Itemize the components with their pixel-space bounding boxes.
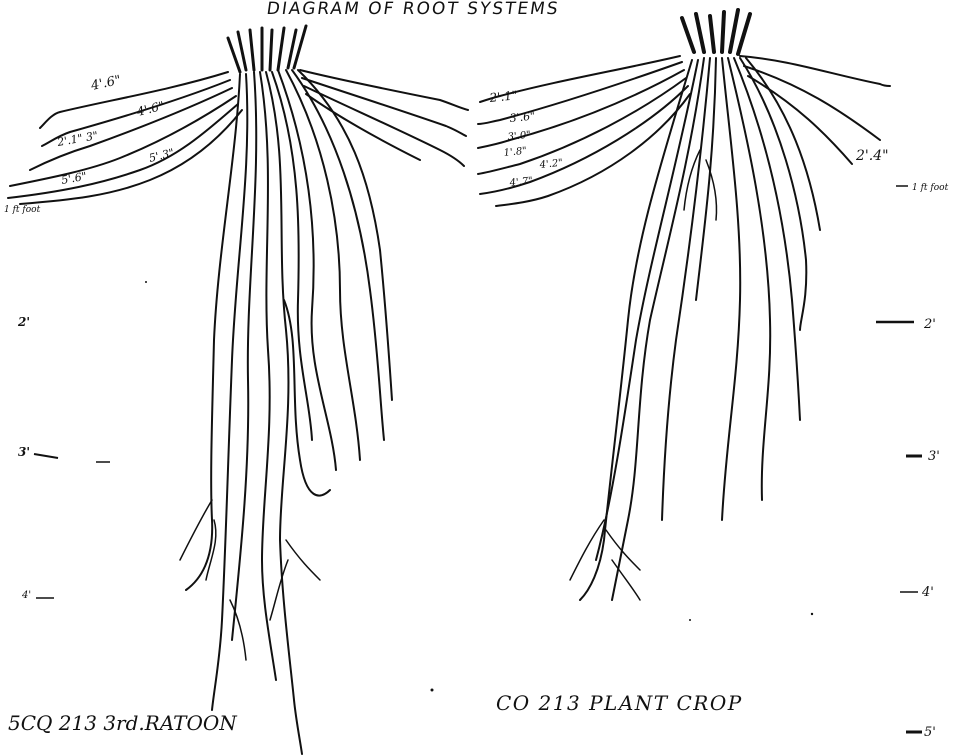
left-depth-1ft: 1 ft foot	[4, 205, 41, 215]
left-caption: 5CQ 213 3rd.RATOON	[8, 711, 238, 735]
right-vertical-roots	[580, 58, 820, 600]
right-crown	[682, 10, 750, 54]
left-vertical-roots	[186, 70, 392, 754]
right-root-system	[478, 10, 890, 600]
right-depth-3ft: 3'	[928, 449, 940, 464]
left-root-tips	[180, 500, 320, 660]
right-lateral-label-1: 2'.1"	[488, 88, 518, 105]
left-depth-4ft: 4'	[21, 590, 31, 601]
right-depth-4ft: 4'	[921, 585, 934, 600]
left-lateral-label-1: 4'.6"	[89, 73, 123, 94]
right-lateral-label-4: 1'.8"	[503, 146, 527, 159]
left-lateral-label-2: 4'.6"	[134, 99, 165, 120]
right-depth-2ft: 2'	[923, 317, 936, 332]
left-laterals-right	[300, 70, 468, 166]
left-depth-2ft: 2'	[17, 315, 30, 329]
left-lateral-label-4: 5'.3"	[148, 146, 176, 165]
right-lateral-label-7: 2'.4"	[855, 148, 889, 164]
left-depth-3ft: 3'	[18, 445, 30, 459]
left-crown	[228, 26, 306, 72]
right-lateral-label-3: 3'.0"	[507, 130, 531, 143]
right-depth-5ft: 5'	[924, 725, 936, 740]
right-lateral-label-6: 4'.7"	[508, 176, 533, 189]
diagram-title: DIAGRAM OF ROOT SYSTEMS	[265, 0, 561, 19]
left-laterals-left	[8, 72, 242, 204]
left-lateral-label-5: 5'.6"	[60, 170, 87, 187]
left-depth-tick-3	[34, 454, 58, 458]
right-caption: CO 213 PLANT CROP	[496, 691, 743, 715]
right-depth-1ft: 1 ft foot	[912, 183, 949, 193]
right-lateral-label-2: 3'.6"	[509, 109, 536, 125]
